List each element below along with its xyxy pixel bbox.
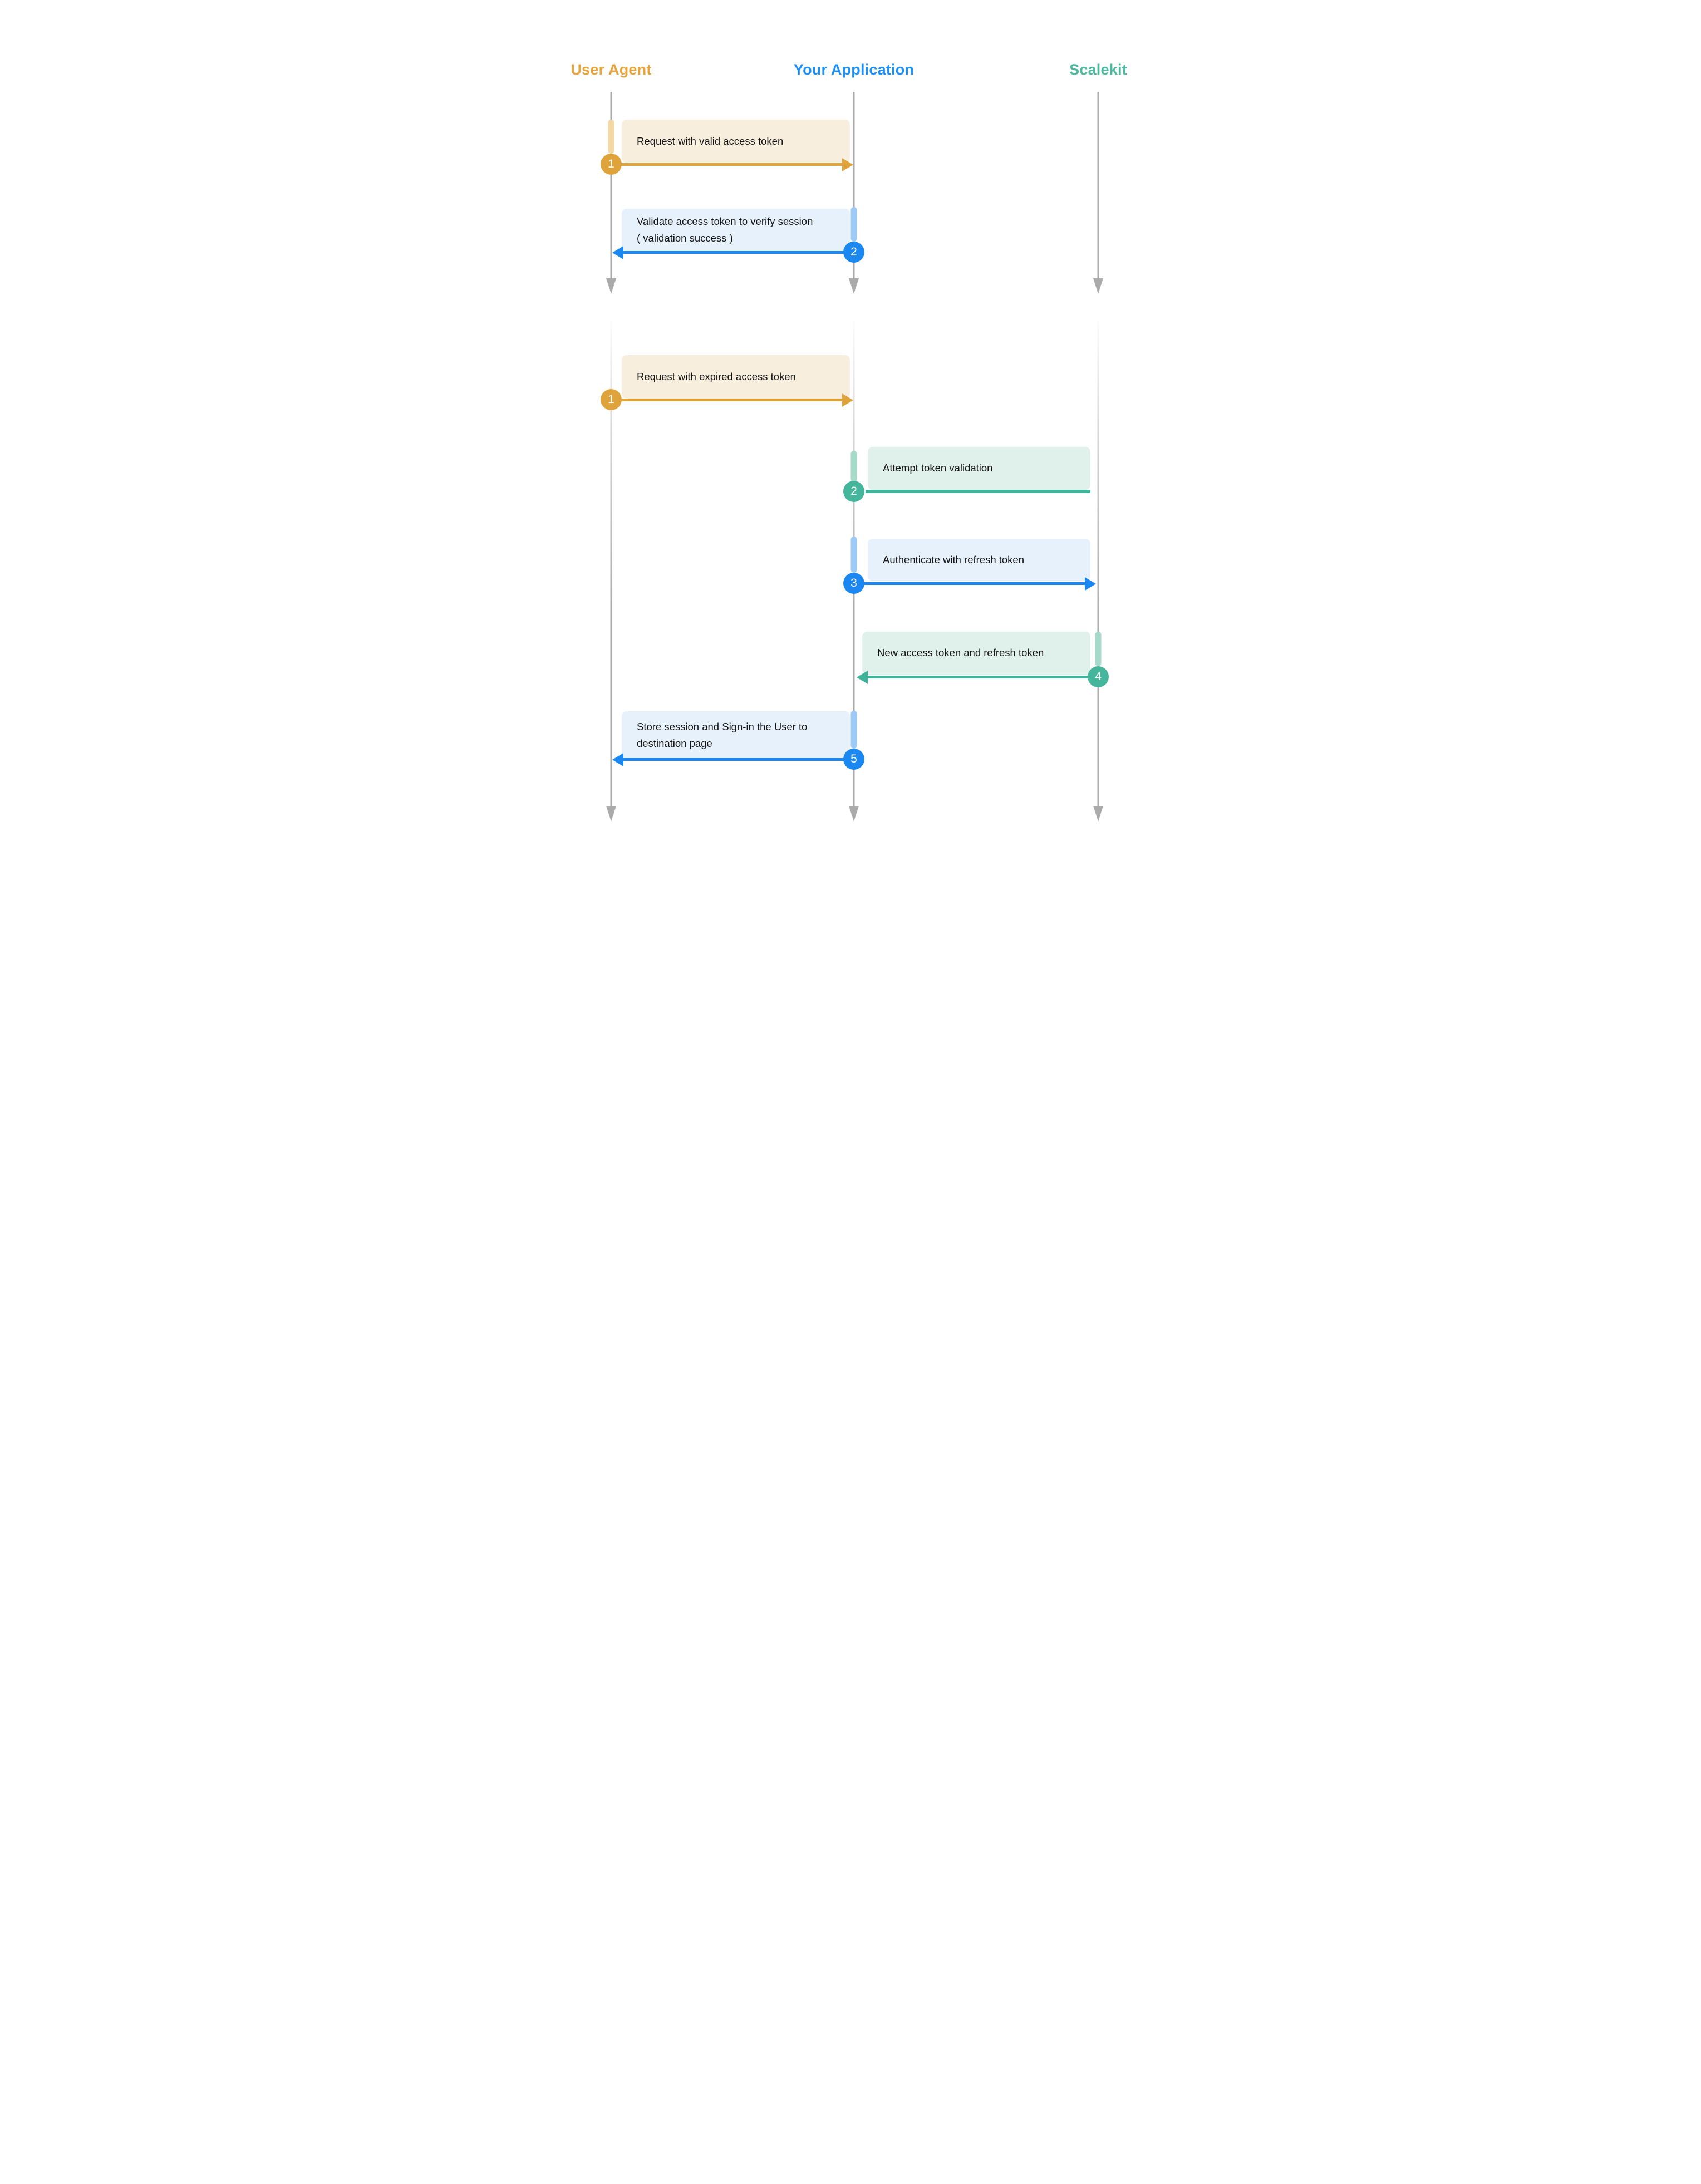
activation-pill-user-agent [608, 120, 614, 154]
lifeline-arrow-icon [849, 806, 859, 822]
activation-pill-your-application [850, 537, 857, 573]
message-text: Request with expired access token [637, 370, 796, 382]
lifeline-user-agent-s1 [610, 92, 612, 279]
actor-title-user-agent: User Agent [571, 61, 652, 78]
message-text-line2: ( validation success ) [637, 232, 733, 244]
step-badge: 1 [601, 389, 622, 410]
message-text: Attempt token validation [883, 462, 993, 474]
activation-pill-scalekit [1095, 632, 1102, 666]
arrowhead-icon [1085, 577, 1096, 591]
message-box: Authenticate with refresh token [868, 539, 1090, 581]
message-text: New access token and refresh token [877, 647, 1044, 659]
message-arrow-line [611, 399, 843, 401]
lifeline-arrow-icon [849, 278, 859, 294]
arrowhead-icon [857, 670, 868, 684]
message-box: Store session and Sign-in the User to de… [622, 711, 850, 759]
lifeline-user-agent-s2 [610, 320, 612, 806]
message-box: Attempt token validation [868, 447, 1090, 490]
activation-pill-your-application [850, 207, 857, 242]
lifeline-scalekit-s2 [1097, 320, 1099, 806]
step-badge: 3 [843, 573, 864, 594]
activation-pill-your-application [850, 711, 857, 749]
message-arrow-line [854, 582, 1086, 585]
message-arrow-line [867, 676, 1098, 678]
lifeline-your-application-s1 [853, 92, 855, 279]
arrowhead-icon [612, 752, 623, 766]
message-box: New access token and refresh token [862, 632, 1090, 675]
message-box: Request with valid access token [622, 120, 850, 163]
message-text-line1: Validate access token to verify session [637, 215, 813, 228]
lifeline-scalekit-s1 [1097, 92, 1099, 279]
lifeline-arrow-icon [606, 806, 616, 822]
step-badge: 1 [601, 154, 622, 175]
self-message-line [866, 490, 1090, 493]
message-text: Request with valid access token [637, 135, 784, 147]
activation-pill-your-application [850, 451, 857, 482]
arrowhead-icon [612, 245, 623, 259]
lifeline-arrow-icon [606, 278, 616, 294]
message-box: Request with expired access token [622, 355, 850, 399]
message-box: Validate access token to verify session … [622, 209, 850, 251]
step-badge: 2 [843, 481, 864, 502]
message-arrow-line [611, 163, 843, 166]
message-text-line2: destination page [637, 737, 712, 749]
step-badge: 2 [843, 242, 864, 263]
actor-title-scalekit: Scalekit [1069, 61, 1127, 78]
arrowhead-icon [842, 158, 853, 171]
actor-title-your-application: Your Application [793, 61, 915, 78]
message-arrow-line [623, 758, 854, 761]
step-badge: 4 [1088, 666, 1109, 687]
arrowhead-icon [842, 393, 853, 407]
lifeline-arrow-icon [1093, 278, 1103, 294]
message-text-line1: Store session and Sign-in the User to [637, 721, 808, 733]
message-text: Authenticate with refresh token [883, 553, 1025, 565]
step-badge: 5 [843, 749, 864, 770]
sequence-diagram: User Agent Your Application Scalekit Req… [510, 0, 1191, 874]
message-arrow-line [623, 251, 854, 254]
lifeline-arrow-icon [1093, 806, 1103, 822]
